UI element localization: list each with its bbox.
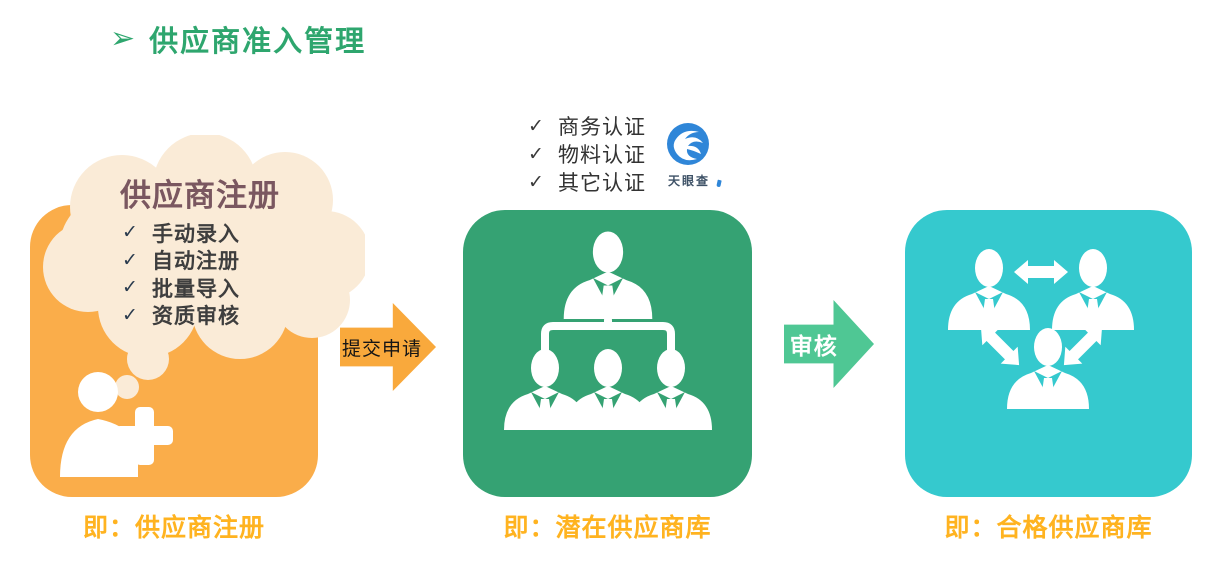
check-icon: ✓ xyxy=(122,249,138,271)
arrow-label: 提交申请 xyxy=(342,338,423,360)
bubble-title: 供应商注册 xyxy=(120,178,280,213)
add-user-icon xyxy=(60,372,173,477)
check-icon: ✓ xyxy=(122,222,138,244)
list-item-label: 物料认证 xyxy=(558,144,646,167)
arrowhead-bullet-icon: ➢ xyxy=(110,22,136,55)
tianyancha-logo-text: 天眼查 xyxy=(667,174,710,188)
certification-list: ✓ 商务认证 ✓ 物料认证 ✓ 其它认证 xyxy=(528,112,646,196)
review-arrow: 审核 xyxy=(784,300,874,388)
tianyancha-logo: 天眼查 xyxy=(660,122,724,190)
tianyancha-logo-mark xyxy=(716,179,722,188)
check-icon: ✓ xyxy=(122,277,138,299)
check-icon: ✓ xyxy=(528,143,544,165)
slide-header: ➢ 供应商准入管理 xyxy=(110,18,366,60)
org-chart-icon xyxy=(504,231,712,430)
arrow-label: 审核 xyxy=(789,333,838,359)
stage2-caption: 即：潜在供应商库 xyxy=(503,514,712,542)
list-item: ✓ 商务认证 xyxy=(528,112,646,140)
list-item: ✓ 物料认证 xyxy=(528,140,646,168)
list-item: ✓ 手动录入 xyxy=(122,219,240,247)
stage3-caption: 即：合格供应商库 xyxy=(944,514,1153,542)
list-item-label: 资质审核 xyxy=(152,305,240,329)
list-item-label: 批量导入 xyxy=(152,277,240,301)
check-icon: ✓ xyxy=(528,115,544,137)
check-icon: ✓ xyxy=(528,171,544,193)
list-item-label: 商务认证 xyxy=(558,116,646,139)
stage1-caption: 即：供应商注册 xyxy=(82,514,265,542)
thought-bubble xyxy=(43,135,365,399)
list-item-label: 其它认证 xyxy=(558,172,646,195)
thought-trail-bubble-large xyxy=(127,338,169,380)
list-item: ✓ 资质审核 xyxy=(122,302,240,330)
list-item-label: 手动录入 xyxy=(152,222,240,246)
supplier-network-icon xyxy=(948,249,1134,409)
list-item-label: 自动注册 xyxy=(152,250,240,274)
tianyancha-eye-icon xyxy=(667,123,709,165)
check-icon: ✓ xyxy=(122,304,138,326)
list-item: ✓ 其它认证 xyxy=(528,168,646,196)
list-item: ✓ 批量导入 xyxy=(122,274,240,302)
page-title: 供应商准入管理 xyxy=(149,26,367,58)
thought-trail-bubble-small xyxy=(115,375,139,399)
registration-methods-list: ✓ 手动录入 ✓ 自动注册 ✓ 批量导入 ✓ 资质审核 xyxy=(122,219,240,329)
list-item: ✓ 自动注册 xyxy=(122,247,240,275)
